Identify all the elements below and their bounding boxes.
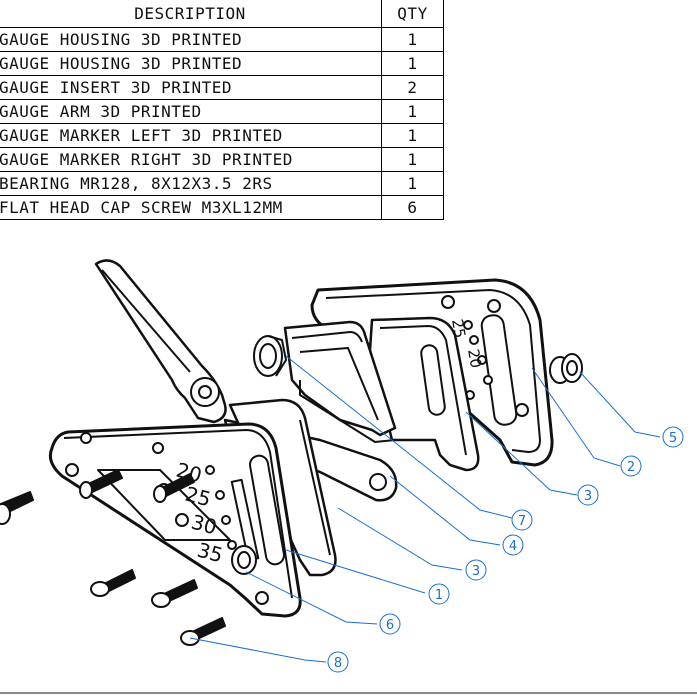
screw-part (0, 469, 226, 646)
balloon-3a (577, 484, 599, 506)
balloon-3b (465, 559, 487, 581)
scale-label-20: 20 (464, 348, 485, 370)
balloon-3b-label: 3 (472, 564, 480, 579)
balloon-8 (327, 651, 349, 673)
balloon-7-label: 7 (518, 514, 526, 529)
balloon-1 (428, 583, 450, 605)
bom-cell-qty: 2 (381, 75, 444, 100)
balloon-7 (511, 509, 533, 531)
bom-cell-qty: 1 (381, 147, 444, 172)
leader-line-3a (465, 411, 578, 496)
leader-line-6 (245, 571, 378, 625)
gauge-marker-part (231, 545, 257, 575)
bom-cell-qty: 6 (381, 195, 444, 220)
leader-line-4 (389, 475, 501, 546)
bearing-part (253, 335, 287, 377)
balloon-2 (620, 455, 642, 477)
bom-cell-qty: 1 (381, 51, 444, 76)
balloon-8-label: 8 (334, 656, 342, 671)
gauge-marker-right-part (549, 353, 583, 384)
balloon-6-label: 6 (386, 618, 394, 633)
leader-line-8 (189, 637, 327, 663)
gauge-insert-rear-part (368, 316, 480, 472)
balloon-4 (502, 534, 524, 556)
bom-cell-qty: 1 (381, 99, 444, 124)
leader-line-1 (285, 549, 426, 594)
bom-header-row: DESCRIPTION QTY (0, 0, 444, 28)
bom-cell-description: BEARING MR128, 8X12X3.5 2RS (0, 171, 382, 196)
bill-of-materials-table: DESCRIPTION QTY GAUGE HOUSING 3D PRINTED… (0, 0, 444, 220)
balloon-2-label: 2 (627, 460, 635, 475)
leader-lines (189, 355, 661, 663)
bom-cell-description: GAUGE MARKER LEFT 3D PRINTED (0, 123, 382, 148)
leader-line-7 (285, 355, 513, 519)
bom-cell-description: GAUGE HOUSING 3D PRINTED (0, 51, 382, 76)
bom-header-qty: QTY (381, 0, 444, 28)
leader-line-3b (337, 507, 463, 571)
balloon-3a-label: 3 (584, 489, 592, 504)
balloons: 1 2 3 3 4 5 6 7 8 (327, 426, 684, 673)
bom-cell-description: GAUGE ARM 3D PRINTED (0, 99, 382, 124)
bom-cell-description: GAUGE HOUSING 3D PRINTED (0, 27, 382, 52)
leader-line-5 (579, 371, 661, 438)
balloon-6 (379, 613, 401, 635)
leader-line-2 (531, 367, 621, 467)
bom-cell-description: FLAT HEAD CAP SCREW M3XL12MM (0, 195, 382, 220)
bom-cell-description: GAUGE MARKER RIGHT 3D PRINTED (0, 147, 382, 172)
bom-cell-qty: 1 (381, 171, 444, 196)
balloon-5-label: 5 (669, 431, 677, 446)
balloon-5 (662, 426, 684, 448)
balloon-4-label: 4 (509, 539, 517, 554)
bom-cell-qty: 1 (381, 123, 444, 148)
balloon-1-label: 1 (435, 588, 443, 603)
bom-header-description: DESCRIPTION (0, 0, 382, 28)
gauge-insert-front-part (283, 320, 397, 443)
